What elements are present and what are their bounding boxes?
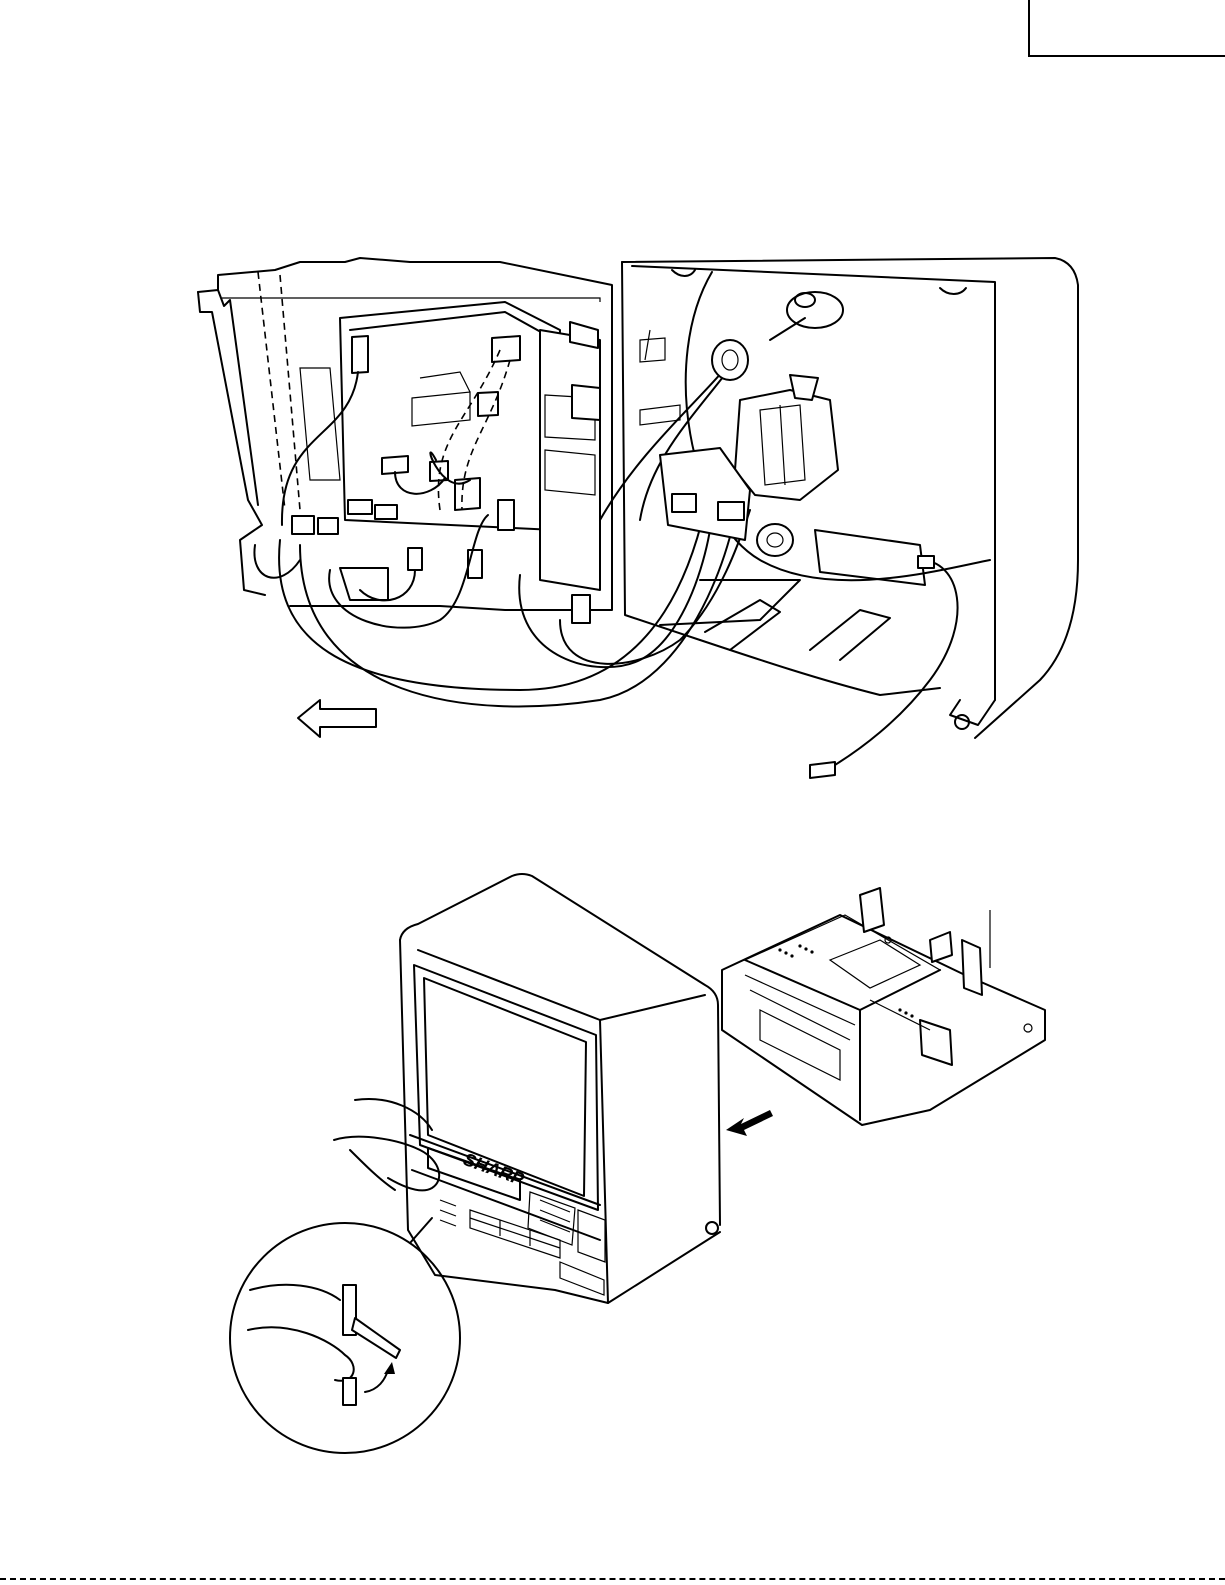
page-bottom-rule [0, 1578, 1225, 1580]
wiring-exploded-diagram [0, 0, 1225, 800]
loose-connector [810, 762, 835, 778]
hidden-wire-2 [258, 272, 285, 510]
detail-callout [230, 1218, 460, 1453]
vcr-chassis [722, 888, 1045, 1125]
tv-cabinet: SHARP [400, 874, 720, 1303]
hand-illustration [334, 1099, 439, 1190]
crt-cabinet [622, 258, 1078, 738]
main-pcb-board [340, 302, 600, 590]
chassis-vent-dots [778, 944, 913, 1017]
direction-arrow-down-left [726, 1110, 773, 1136]
brand-logo: SHARP [461, 1149, 528, 1190]
direction-arrow-left [298, 700, 376, 737]
